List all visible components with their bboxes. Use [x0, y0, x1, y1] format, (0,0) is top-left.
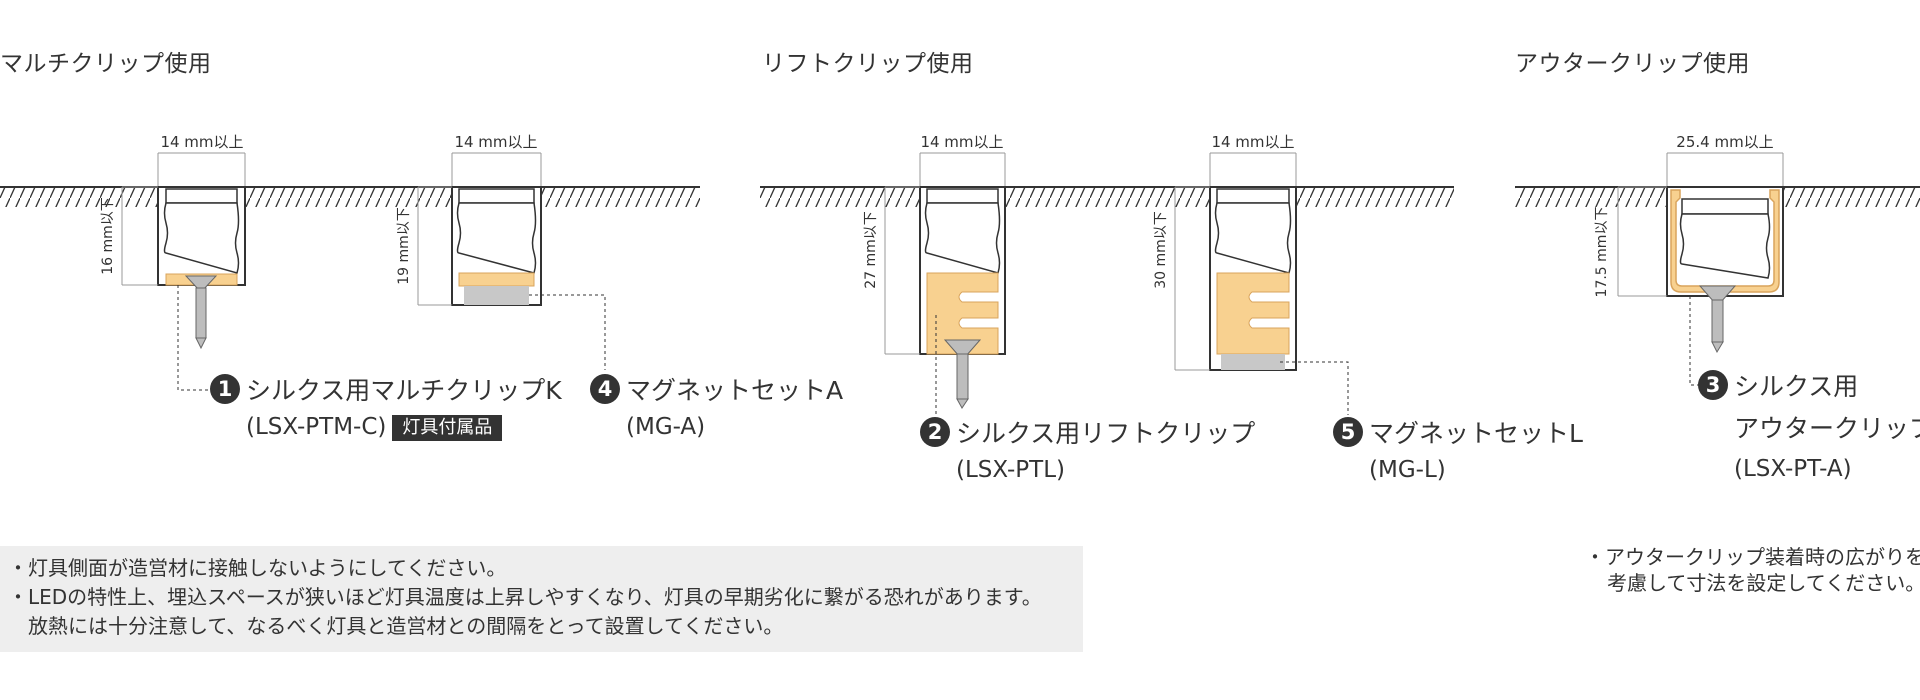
part-name-5: マグネットセットL — [1369, 419, 1583, 448]
part-code-5: (MG-L) — [1369, 457, 1446, 483]
part-name-1: シルクス用マルチクリップK — [246, 376, 562, 405]
depth-label-1: 16 mm以下 — [100, 197, 116, 275]
diagram-magnet-a — [417, 152, 606, 370]
note-line-2: ・LEDの特性上、埋込スペースが狭いほど灯具温度は上昇しやすくなり、灯具の早期劣… — [8, 585, 1042, 609]
accessory-badge: 灯具付属品 — [392, 414, 503, 441]
width-label-2: 14 mm以上 — [454, 133, 537, 151]
section-title-outer: アウタークリップ使用 — [1515, 51, 1750, 77]
part-number-4: 4 — [590, 374, 620, 404]
part-name-3b: アウタークリップ — [1734, 414, 1920, 443]
part-number-1: 1 — [210, 374, 240, 404]
outer-note-line-1: ・アウタークリップ装着時の広がりを — [1585, 545, 1920, 569]
section-title-multi: マルチクリップ使用 — [0, 51, 212, 77]
outer-clip-note: ・アウタークリップ装着時の広がりを 考慮して寸法を設定してください。 — [1585, 544, 1920, 596]
ceiling-surface-lift — [760, 186, 1454, 207]
section-title-lift: リフトクリップ使用 — [762, 51, 974, 77]
note-line-3: 放熱には十分注意して、なるべく灯具と造営材との間隔をとって設置してください。 — [8, 614, 784, 638]
ceiling-surface-outer — [1515, 186, 1920, 207]
part-number-3: 3 — [1698, 370, 1728, 400]
diagram-multi-clip — [121, 152, 246, 391]
part-code-4: (MG-A) — [626, 414, 706, 440]
part-name-2: シルクス用リフトクリップ — [956, 419, 1256, 448]
depth-label-2: 19 mm以下 — [396, 207, 412, 285]
width-label-4: 14 mm以上 — [1211, 133, 1294, 151]
outer-note-line-2: 考慮して寸法を設定してください。 — [1607, 571, 1920, 595]
part-code-3: (LSX-PT-A) — [1734, 456, 1852, 482]
part-code-1: (LSX-PTM-C) — [246, 414, 387, 440]
width-label-3: 14 mm以上 — [920, 133, 1003, 151]
part-number-2: 2 — [920, 417, 950, 447]
part-code-2: (LSX-PTL) — [956, 457, 1066, 483]
diagram-outer-clip — [1617, 152, 1784, 386]
depth-label-4: 30 mm以下 — [1153, 211, 1169, 289]
diagram-lift-clip — [884, 152, 1006, 415]
part-name-4: マグネットセットA — [626, 376, 844, 405]
part-number-5: 5 — [1333, 417, 1363, 447]
width-label-5: 25.4 mm以上 — [1676, 133, 1773, 151]
depth-label-5: 17.5 mm以下 — [1594, 207, 1610, 298]
note-line-1: ・灯具側面が造営材に接触しないようにしてください。 — [8, 556, 507, 580]
part-name-3: シルクス用 — [1734, 372, 1859, 401]
caution-note-box: ・灯具側面が造営材に接触しないようにしてください。 ・LEDの特性上、埋込スペー… — [0, 546, 1083, 652]
ceiling-surface-multi — [0, 186, 700, 207]
depth-label-3: 27 mm以下 — [863, 211, 879, 289]
width-label-1: 14 mm以上 — [160, 133, 243, 151]
diagram-magnet-l — [1174, 152, 1349, 415]
installation-diagram: 14 mm以上 14 mm以上 14 mm以上 14 mm以上 25.4 mm以… — [0, 133, 1920, 415]
